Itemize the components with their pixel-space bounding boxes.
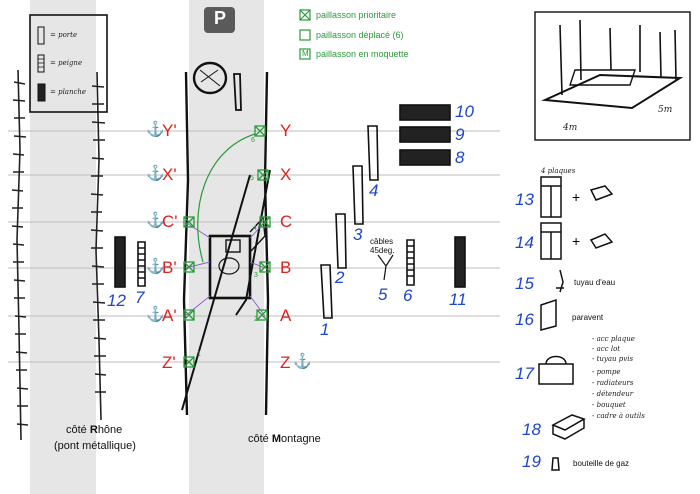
- doormat-legend-icons: [299, 9, 311, 60]
- item-13-15-shapes: [538, 176, 614, 471]
- item-4: 4: [369, 181, 379, 200]
- parking-label: P: [214, 8, 227, 28]
- item-7: 7: [135, 288, 145, 307]
- item-15: 15: [515, 274, 534, 293]
- mooring-left-x: X': [162, 165, 177, 184]
- mooring-right-b: B: [280, 258, 292, 277]
- door-icon: [37, 26, 45, 45]
- legend-door-text: = porte: [50, 31, 78, 39]
- item17-note-1: - acc lot: [592, 345, 621, 353]
- doormat-carpet-mark: M: [302, 49, 309, 58]
- anchor-icon: ⚓: [146, 165, 165, 182]
- parking-sign: [204, 7, 235, 33]
- item-2: 2: [335, 268, 345, 287]
- anchor-icon: ⚓: [293, 353, 312, 370]
- dimension-5m: 5m: [658, 105, 673, 115]
- legend-comb-text: = peigne: [50, 59, 83, 67]
- screen-label: paravent: [572, 313, 604, 322]
- mooring-lines: [8, 130, 500, 363]
- item-18: 18: [522, 420, 541, 439]
- item17-note-6: - bouquet: [592, 401, 626, 409]
- doormat-number-6: 6: [251, 137, 255, 144]
- doormat-marks: [183, 125, 271, 368]
- gas-bottle-label: bouteille de gaz: [573, 459, 630, 468]
- item17-note-4: - radiateurs: [592, 379, 634, 387]
- item13-note: 4 plaques: [541, 167, 576, 175]
- item-13: 13: [515, 190, 534, 209]
- fence-left-1: [11, 69, 29, 441]
- plus-14: +: [572, 233, 581, 249]
- mooring-left-c: C': [162, 212, 178, 231]
- doormat-number-2: 2: [254, 316, 258, 323]
- item-12: 12: [107, 291, 126, 310]
- mooring-right-z: Z: [280, 353, 291, 372]
- cables-label: câbles: [370, 237, 394, 246]
- item17-note-5: - détendeur: [592, 390, 634, 398]
- anchor-icon: ⚓: [146, 306, 165, 323]
- cables-angle-label: 45deg.: [370, 246, 395, 255]
- item-6: 6: [403, 286, 413, 305]
- item-3: 3: [353, 225, 363, 244]
- doormat-priority-label: paillasson prioritaire: [316, 10, 397, 20]
- doormat-moved-label: paillasson déplacé (6): [316, 30, 404, 40]
- item-10: 10: [455, 102, 474, 121]
- item-9: 9: [455, 125, 465, 144]
- anchor-icon: ⚓: [146, 212, 165, 229]
- item-17: 17: [515, 364, 534, 383]
- mooring-left-b: B': [162, 258, 177, 277]
- mooring-left-y: Y': [162, 121, 177, 140]
- green-route: [197, 133, 256, 263]
- item-8: 8: [455, 148, 465, 167]
- item17-note-2: - tuyau pvis: [592, 355, 634, 363]
- mooring-right-a: A: [280, 306, 292, 325]
- side-rhone-sublabel: (pont métallique): [54, 440, 136, 452]
- anchor-icon: ⚓: [146, 121, 165, 138]
- item-shapes: [114, 104, 466, 319]
- mooring-right-c: C: [280, 212, 293, 231]
- side-rhone-label: côté Rhône: [66, 424, 123, 436]
- mooring-left-z: Z': [162, 353, 176, 372]
- item17-note-7: - cadre à outils: [592, 412, 645, 420]
- legend-box: [29, 14, 108, 113]
- item-19: 19: [522, 452, 541, 471]
- stage-sketch-inset: [534, 11, 691, 141]
- doormat-number-3: 3: [254, 272, 258, 279]
- doormat-number-5: 5: [250, 175, 254, 182]
- central-structure: [181, 61, 271, 416]
- item-16: 16: [515, 310, 534, 329]
- item-14: 14: [515, 233, 534, 252]
- side-mountain-label: côté Montagne: [248, 433, 321, 445]
- item-1: 1: [320, 320, 330, 339]
- comb-icon: [37, 54, 45, 73]
- item17-note-0: - acc plaque: [592, 335, 635, 343]
- doormat-number-1: 1: [197, 351, 201, 358]
- doormat-carpet-label: paillasson en moquette: [316, 49, 409, 59]
- mooring-left-a: A': [162, 306, 177, 325]
- item17-note-3: - pompe: [592, 368, 621, 376]
- plus-13: +: [572, 189, 581, 205]
- fence-left-2: [90, 71, 107, 421]
- road-band-left: [30, 0, 96, 494]
- legend-plank-text: = planche: [50, 88, 87, 96]
- doormat-number-4: 4: [253, 225, 257, 232]
- water-pipe-label: tuyau d'eau: [574, 278, 616, 287]
- anchor-icon: ⚓: [146, 258, 165, 275]
- plank-icon: [37, 83, 46, 102]
- mooring-right-y: Y: [280, 121, 292, 140]
- item-11: 11: [449, 290, 467, 309]
- dimension-4m: 4m: [563, 123, 578, 133]
- mooring-right-x: X: [280, 165, 292, 184]
- item-5: 5: [378, 285, 388, 304]
